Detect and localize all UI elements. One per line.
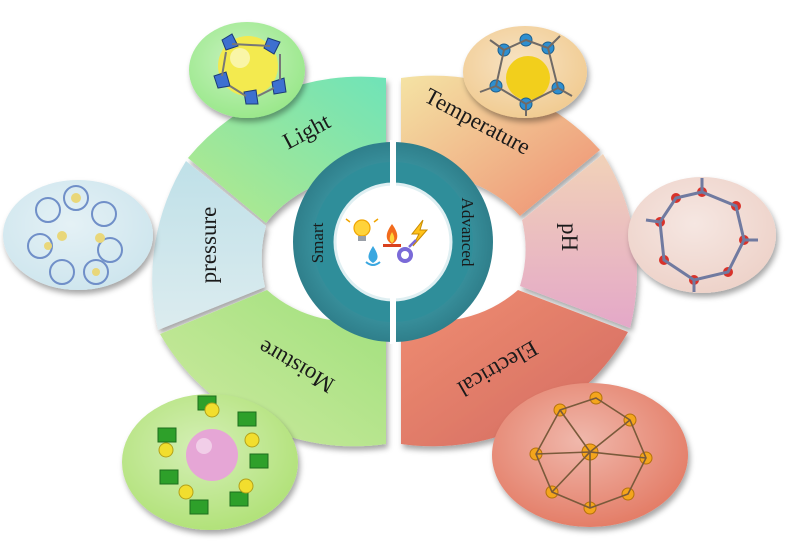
lightbulb-icon — [345, 218, 379, 241]
lightning-icon — [410, 219, 429, 247]
ph-icon — [397, 239, 417, 263]
pressure-mof-structure-image — [3, 180, 153, 290]
segment-label-pressure: pressure — [196, 207, 221, 284]
center-label-smart: Smart — [308, 222, 327, 263]
electrical-mof-structure-image — [492, 383, 688, 527]
ph-mof-structure-image — [628, 177, 776, 293]
segment-label-ph: pH — [557, 223, 582, 251]
center-icons — [345, 218, 429, 266]
segment-electrical — [401, 290, 628, 447]
segment-ph — [520, 154, 637, 328]
water-drop-icon — [365, 246, 381, 266]
moisture-mof-structure-image — [122, 394, 298, 530]
segment-moisture — [160, 290, 386, 447]
center-label-advanced: Advanced — [458, 198, 477, 267]
segment-pressure — [152, 161, 266, 330]
segment-light — [188, 76, 386, 224]
flame-icon — [383, 224, 401, 247]
temperature-mof-structure-image — [463, 26, 587, 118]
light-mof-structure-image — [189, 22, 305, 118]
